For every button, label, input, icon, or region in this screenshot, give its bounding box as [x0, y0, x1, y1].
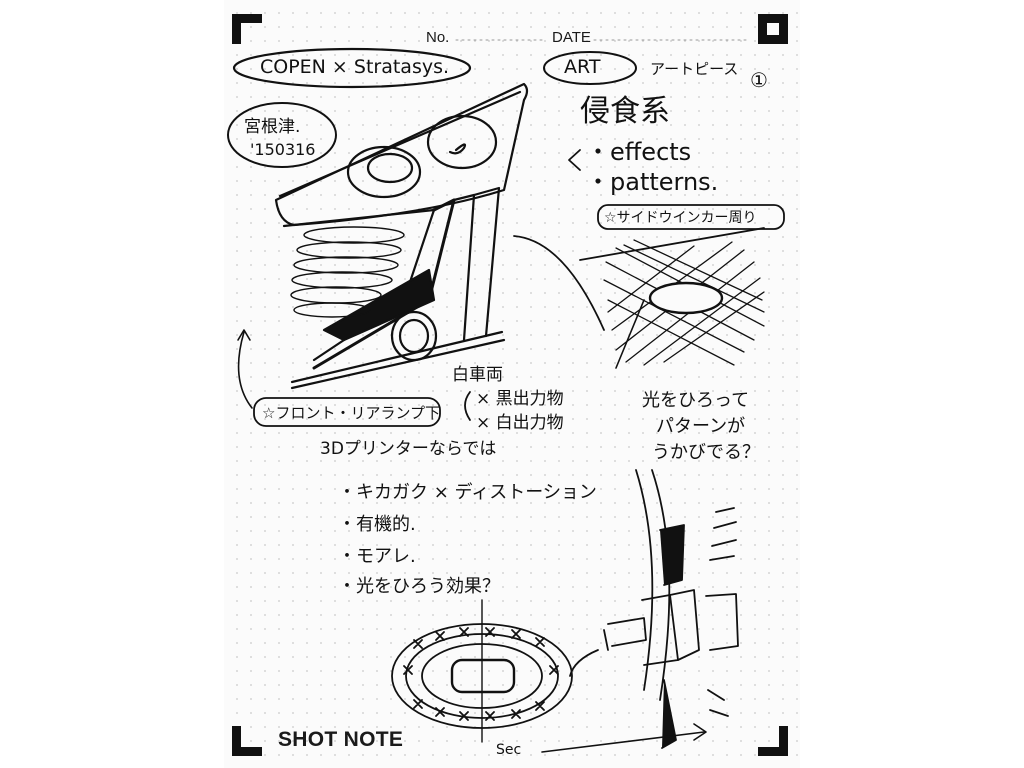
corner-mark-bottom-left — [232, 726, 262, 756]
sketch-drawing — [227, 39, 785, 753]
curve-arrow — [513, 235, 605, 331]
light-note-2: パターンが — [656, 416, 746, 437]
side-label-box — [597, 204, 785, 230]
section-label: Sec — [496, 742, 522, 758]
oval-pattern — [290, 226, 405, 318]
page-number: ① — [750, 68, 768, 92]
effects-text: ・effects — [586, 138, 692, 166]
corner-mark-top-right — [758, 14, 788, 44]
brand-logo: SHOT NOTE — [278, 728, 404, 751]
section-drawing — [569, 469, 739, 749]
bullet-1: ・キカガク × ディストーション — [338, 482, 597, 503]
ring-pattern — [391, 599, 573, 743]
lamp-label-text: ☆フロント・リアランプ下 — [262, 404, 440, 422]
lamp-arrow — [237, 331, 253, 409]
bullet-2: ・有機的. — [338, 514, 416, 535]
title-bubble — [232, 47, 472, 89]
side-label-text: ☆サイドウインカー周り — [604, 210, 757, 226]
art-text: ART — [564, 56, 601, 78]
light-note-3: うかびでる？ — [652, 442, 760, 463]
date-text: '150316 — [250, 140, 316, 159]
patterns-text: ・patterns. — [586, 168, 719, 196]
author-text: 宮根津. — [244, 117, 301, 137]
corner-mark-top-left — [232, 14, 262, 44]
bullet-4: ・光をひろう効果？ — [338, 576, 500, 597]
headlight-sketch — [274, 82, 529, 390]
car-color-text: 白車両 — [452, 365, 503, 385]
bullet-3: ・モアレ. — [338, 546, 416, 567]
heading-text: 侵食系 — [580, 94, 670, 129]
blinker-oval — [648, 281, 724, 315]
section-arrow — [541, 731, 705, 753]
art-bubble — [543, 51, 637, 85]
author-bubble — [227, 102, 337, 168]
no-label: No. — [426, 29, 450, 46]
date-label: DATE — [552, 29, 591, 46]
light-note-1: 光をひろって — [642, 390, 750, 411]
option-2-text: × 白出力物 — [476, 413, 564, 433]
corner-mark-bottom-right — [758, 726, 788, 756]
option-1-text: × 黒出力物 — [476, 389, 564, 409]
notebook-page: No. DATE SHOT NOTE — [224, 0, 800, 768]
title-text: COPEN × Stratasys. — [260, 56, 450, 78]
lamp-label-box — [253, 397, 441, 427]
printer-note-text: 3Dプリンターならでは — [320, 439, 497, 459]
art-piece-text: アートピース — [650, 60, 739, 78]
